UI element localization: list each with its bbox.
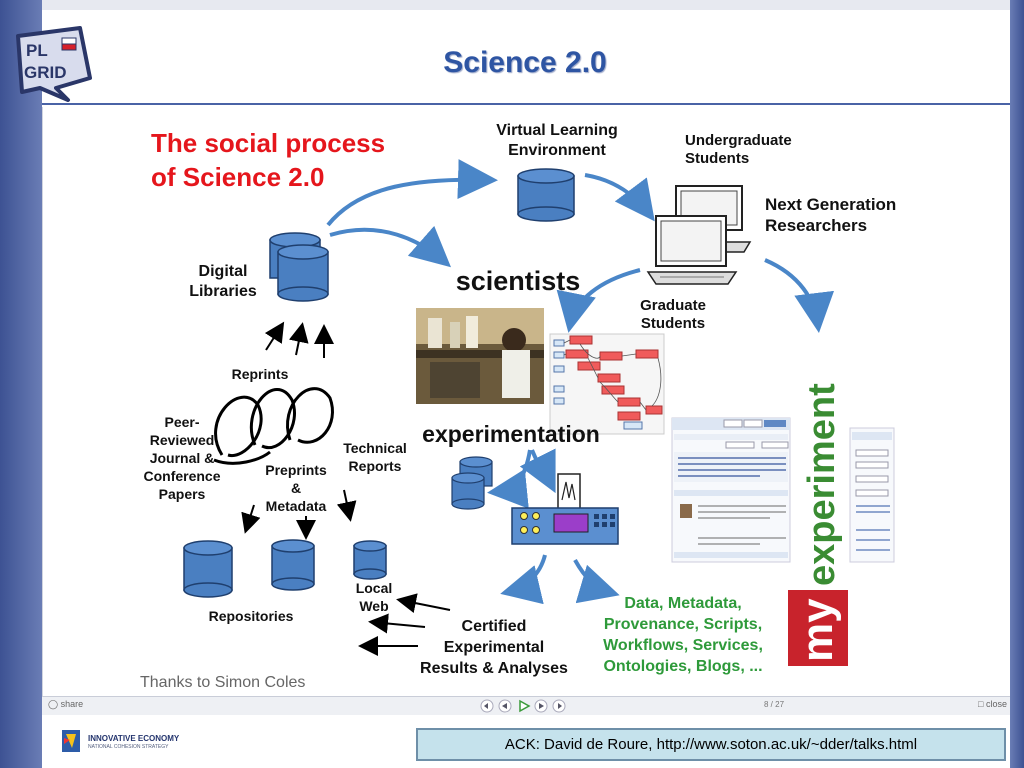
graduate-students-label: Graduate Students xyxy=(640,297,706,332)
technical-reports-label: Technical Reports xyxy=(343,440,407,474)
data-outputs-label: Data, Metadata, Provenance, Scripts, Wor… xyxy=(603,595,763,675)
myexperiment-logo: my experiment xyxy=(788,383,848,666)
local-web-label: Local Web xyxy=(355,580,393,614)
undergraduate-label: Undergraduate Students xyxy=(685,132,792,167)
instrument-icon xyxy=(511,473,619,545)
myexperiment-website-screenshot xyxy=(671,417,895,563)
innovative-economy-subtitle: NATIONAL COHESION STRATEGY xyxy=(88,744,169,750)
lab-photo xyxy=(416,308,544,404)
arrow-up-1 xyxy=(264,321,285,351)
certified-results-label: Certified Experimental Results & Analyse… xyxy=(420,618,568,677)
previous-page-button[interactable] xyxy=(498,699,512,713)
share-button[interactable]: ◯ share xyxy=(48,699,83,710)
vle-label: Virtual Learning Environment xyxy=(496,122,618,159)
acknowledgement-box: ACK: David de Roure, http://www.soton.ac… xyxy=(416,728,1006,761)
vle-database-icon xyxy=(517,168,575,222)
experiment-database-icon xyxy=(451,456,493,510)
arrow-students-to-myexperiment xyxy=(764,258,835,333)
page-counter: 8 / 27 xyxy=(764,700,785,709)
myexp-my-text: my xyxy=(793,598,842,662)
myexp-experiment-text: experiment xyxy=(801,383,843,586)
local-web-database-icon xyxy=(353,540,387,580)
heading-line-1: The social process xyxy=(151,128,386,158)
computer-icon-front xyxy=(646,215,738,285)
top-strip xyxy=(42,0,1010,10)
arrow-libraries-to-vle xyxy=(326,159,498,227)
share-icon: ◯ xyxy=(48,699,59,709)
last-page-button[interactable] xyxy=(552,699,566,713)
close-label: close xyxy=(985,699,1007,709)
arrow-down-3 xyxy=(336,489,357,522)
repository-database-icon-1 xyxy=(183,540,233,598)
pl-grid-logo: PL GRID xyxy=(16,26,92,102)
arrow-exp-to-data xyxy=(487,449,532,509)
spiral-3 xyxy=(286,387,334,444)
viewer-nav-controls xyxy=(480,699,566,713)
spiral-2 xyxy=(249,387,296,450)
close-button[interactable]: □ close xyxy=(978,699,1007,709)
play-button[interactable] xyxy=(519,699,531,713)
share-label: share xyxy=(60,699,84,709)
repository-database-icon-2 xyxy=(271,539,315,591)
slide-title: Science 2.0 xyxy=(443,46,607,79)
diagram-heading: The social process of Science 2.0 xyxy=(151,126,451,194)
arrow-vle-to-students xyxy=(584,173,655,222)
left-frame-bar xyxy=(0,0,42,768)
experimentation-label: experimentation xyxy=(422,421,600,447)
spiral-tail xyxy=(213,450,271,465)
arrow-instrument-to-data xyxy=(573,559,620,604)
right-frame-bar xyxy=(1010,0,1024,768)
innovative-economy-logo xyxy=(62,730,80,752)
preprints-label: Preprints & Metadata xyxy=(265,462,327,514)
arrow-to-localweb-2 xyxy=(368,613,426,634)
heading-line-2: of Science 2.0 xyxy=(151,162,325,192)
logo-text-pl: PL xyxy=(26,41,48,60)
scientists-label: scientists xyxy=(455,266,581,296)
title-rule xyxy=(42,103,1010,105)
arrow-down-1 xyxy=(241,504,261,534)
peer-reviewed-label: Peer- Reviewed Journal & Conference Pape… xyxy=(143,414,221,502)
arrow-up-2 xyxy=(288,322,309,356)
arrow-to-localweb-1 xyxy=(396,593,451,613)
first-page-button[interactable] xyxy=(480,699,494,713)
viewer-toolbar: ◯ share 8 / 27 □ close xyxy=(42,696,1010,715)
arrow-instrument-to-certified xyxy=(500,554,547,605)
next-generation-label: Next Generation Researchers xyxy=(765,195,897,235)
workflow-diagram-image xyxy=(549,333,665,435)
thanks-credit: Thanks to Simon Coles xyxy=(140,674,306,691)
arrow-libraries-to-scientists xyxy=(329,225,452,268)
digital-library-database-icon xyxy=(269,232,329,302)
logo-text-grid: GRID xyxy=(24,63,67,82)
next-page-button[interactable] xyxy=(534,699,548,713)
arrow-students-to-workflow xyxy=(556,268,641,333)
innovative-economy-title: INNOVATIVE ECONOMY xyxy=(88,734,180,743)
reprints-label: Reprints xyxy=(231,366,289,382)
digital-libraries-label: Digital Libraries xyxy=(189,263,257,300)
close-icon: □ xyxy=(978,699,984,709)
arrow-exp-to-instrument xyxy=(519,448,556,494)
repositories-label: Repositories xyxy=(208,608,294,624)
